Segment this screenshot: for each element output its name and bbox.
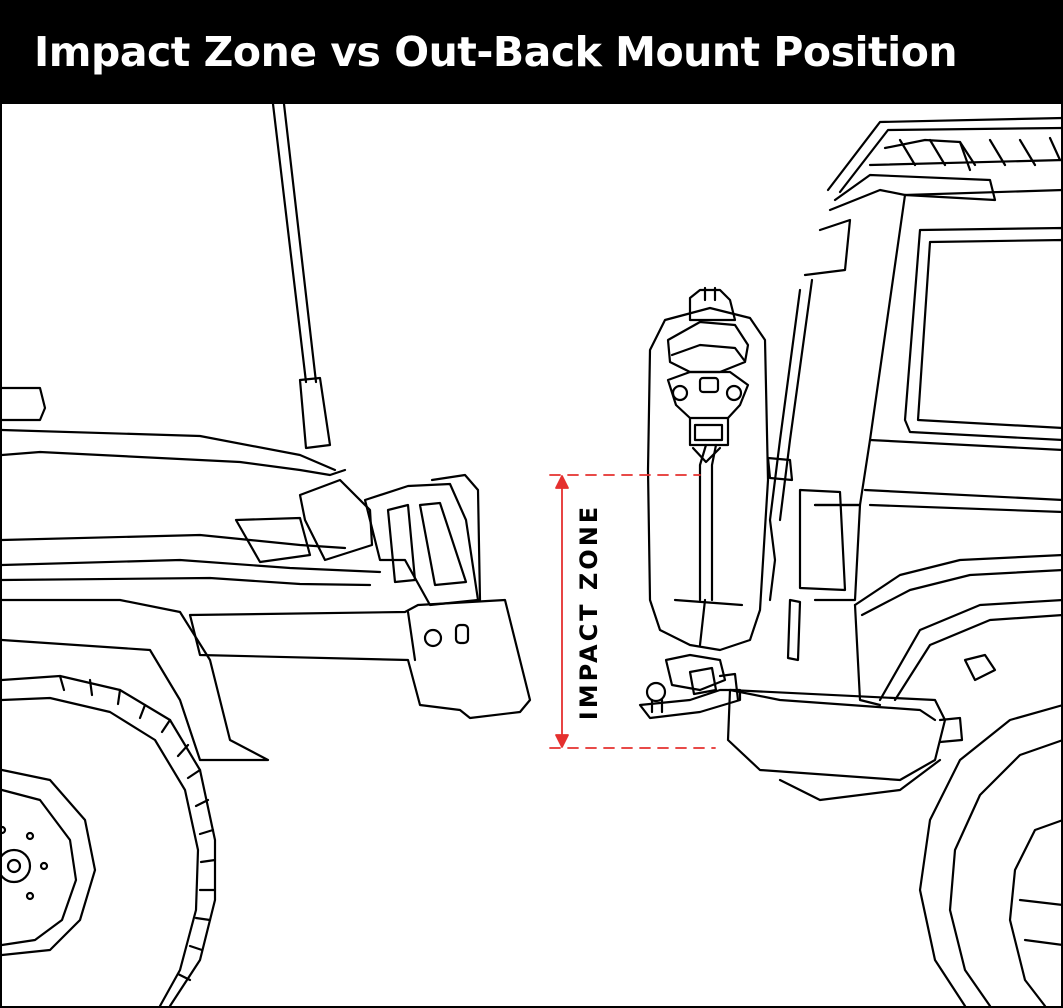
spare-wheel-carrier <box>638 286 770 720</box>
title-bar: Impact Zone vs Out-Back Mount Position <box>0 0 1063 104</box>
jeep-rear-end <box>726 116 1063 1008</box>
impact-zone-marker <box>549 474 716 749</box>
page-title: Impact Zone vs Out-Back Mount Position <box>34 28 958 76</box>
rear-vehicle-front-end <box>0 102 532 1008</box>
impact-zone-label: IMPACT ZONE <box>575 504 603 720</box>
